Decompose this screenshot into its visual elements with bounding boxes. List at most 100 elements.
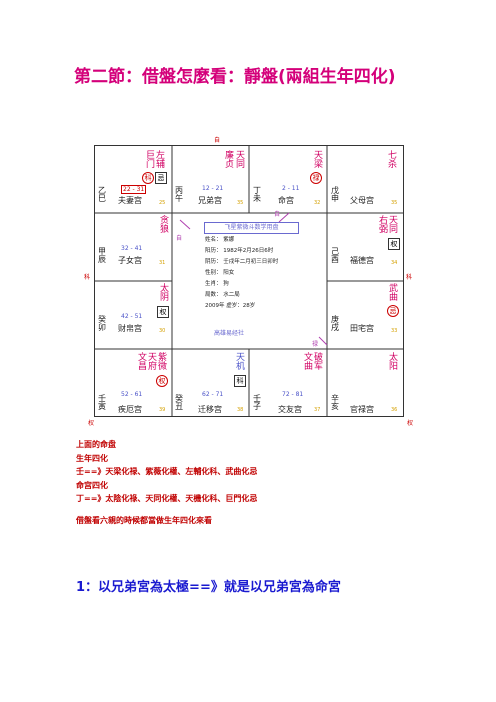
stem-branch: 甲辰 — [98, 247, 106, 265]
star: 武曲 — [387, 283, 397, 301]
star: 天梁 — [312, 150, 322, 168]
notes: 上面的命盘 生年四化 壬==》天梁化禄、紫薇化權、左輔化科、武曲化忌 命宫四化 … — [76, 438, 257, 527]
palace-name: 田宅宫 — [350, 324, 374, 333]
note-line: 丁==》太陰化祿、天同化權、天機化科、巨門化忌 — [76, 494, 258, 503]
stem-branch: 己酉 — [331, 247, 339, 265]
info-ju: 局数： 水二局 — [205, 292, 240, 298]
chart-info: 姓名： 紫娜 阳历： 1982年2月26日6时 阴历： 壬戌年二月初三日卯时 性… — [205, 235, 278, 312]
star: 文曲 — [302, 352, 312, 370]
star: 太阳 — [387, 352, 397, 370]
hua-badge: 权 — [156, 375, 168, 387]
section-heading: 1：以兄弟宮為太極==》就是以兄弟宮為命宮 — [76, 580, 341, 595]
palace-name: 子女宫 — [118, 256, 142, 265]
self-mark: 禄 — [312, 341, 319, 348]
star: 紫微 — [156, 352, 166, 370]
stem-branch: 丙午 — [175, 186, 183, 204]
info-lunar: 阴历： 壬戌年二月初三日卯时 — [205, 259, 279, 265]
note-line: 命宫四化 — [76, 480, 108, 490]
age-range: 62 - 71 — [202, 391, 224, 398]
info-solar: 阳历： 1982年2月26日6时 — [205, 248, 274, 254]
palace-name: 夫妻宫 — [118, 196, 142, 205]
palace-name: 父母宫 — [350, 196, 374, 205]
star: 巨门 — [144, 150, 154, 168]
arrow-label-bottom-right: 权 — [407, 420, 414, 427]
star: 左辅 — [154, 150, 164, 168]
stem-branch: 壬寅 — [98, 394, 106, 412]
age-number: 35 — [391, 200, 398, 206]
star: 文昌 — [136, 352, 146, 370]
note-line: 上面的命盘 — [76, 440, 116, 449]
hua-box: 科 — [234, 375, 246, 387]
arrow-label-top: 自 — [214, 137, 221, 144]
age-range: 72 - 81 — [282, 391, 304, 398]
arrow-label-left: 科 — [84, 274, 91, 281]
chart-center-title: 飞星紫微斗数学用盘 — [204, 222, 299, 234]
age-number: 35 — [237, 200, 244, 206]
star: 破军 — [312, 352, 322, 370]
palace-name: 迁移宫 — [198, 405, 222, 414]
note-line: 壬==》天梁化禄、紫薇化權、左輔化科、武曲化忌 — [76, 467, 258, 476]
stem-branch: 癸卯 — [98, 315, 106, 333]
hua-badge: 科 — [142, 172, 154, 184]
age-range: 52 - 61 — [121, 391, 143, 398]
palace-name: 兄弟宫 — [198, 196, 222, 205]
age-number: 36 — [391, 407, 398, 413]
hua-badge: 禄 — [310, 172, 322, 184]
age-number: 39 — [159, 407, 166, 413]
hua-box: 忌 — [155, 172, 167, 184]
ziwei-chart: 自 科 科 权 权 左辅 巨门 科 忌 22 - 31 乙巳 夫妻宫 25 天同… — [84, 137, 413, 427]
stem-branch: 庚戌 — [331, 315, 339, 333]
age-number: 37 — [314, 407, 321, 413]
info-zodiac: 生肖： 狗 — [205, 281, 229, 287]
star: 贪狼 — [158, 215, 168, 233]
star: 廉贞 — [223, 150, 233, 168]
star: 天同 — [234, 150, 244, 168]
star: 天机 — [234, 352, 244, 370]
age-number: 33 — [391, 328, 398, 334]
info-age: 2009年 虚岁：28岁 — [205, 303, 256, 309]
age-range: 32 - 41 — [121, 245, 143, 252]
palace-name: 福德宫 — [350, 256, 374, 265]
age-range: 2 - 11 — [282, 185, 300, 192]
star: 天同 — [387, 215, 397, 233]
age-number: 38 — [237, 407, 244, 413]
page-title: 第二節：借盤怎麼看：靜盤(兩組生年四化) — [74, 67, 396, 87]
hua-box: 权 — [157, 306, 169, 318]
self-mark: 自 — [274, 211, 281, 218]
stem-branch: 癸丑 — [175, 394, 183, 412]
info-gender: 性别： 阳女 — [205, 270, 235, 276]
age-range: 12 - 21 — [202, 185, 224, 192]
self-mark: 自 — [176, 235, 183, 242]
age-number: 25 — [159, 200, 166, 206]
note-line: 借盤看六親的時候都當做生年四化來看 — [76, 515, 212, 525]
star: 七杀 — [386, 150, 396, 168]
stem-branch: 辛亥 — [331, 394, 339, 412]
stem-branch: 壬子 — [253, 394, 261, 412]
hua-badge: 忌 — [387, 305, 399, 317]
hua-box: 权 — [388, 238, 400, 250]
palace-name: 官禄宫 — [350, 405, 374, 414]
star: 右弼 — [377, 215, 387, 233]
arrow-label-bottom-left: 权 — [88, 420, 95, 427]
note-line: 生年四化 — [76, 453, 108, 463]
stem-branch: 戊申 — [331, 186, 339, 204]
info-name: 姓名： 紫娜 — [205, 237, 235, 243]
palace-name: 交友宫 — [278, 405, 302, 414]
stem-branch: 乙巳 — [98, 186, 106, 204]
star: 太阴 — [158, 283, 168, 301]
age-number: 34 — [391, 260, 398, 266]
palace-name: 命宫 — [278, 196, 294, 205]
palace-name: 财帛宫 — [118, 324, 142, 333]
arrow-label-right: 科 — [406, 274, 413, 281]
age-number: 32 — [314, 200, 321, 206]
age-number: 31 — [159, 260, 166, 266]
stem-branch: 丁未 — [253, 186, 261, 204]
chart-center-footer: 高雄易经社 — [214, 330, 245, 337]
chart-grid — [94, 145, 404, 417]
age-number: 30 — [159, 328, 166, 334]
note-line — [76, 506, 257, 514]
star: 天府 — [146, 352, 156, 370]
age-range: 22 - 31 — [121, 185, 147, 194]
palace-name: 疾厄宫 — [118, 405, 142, 414]
age-range: 42 - 51 — [121, 313, 143, 320]
